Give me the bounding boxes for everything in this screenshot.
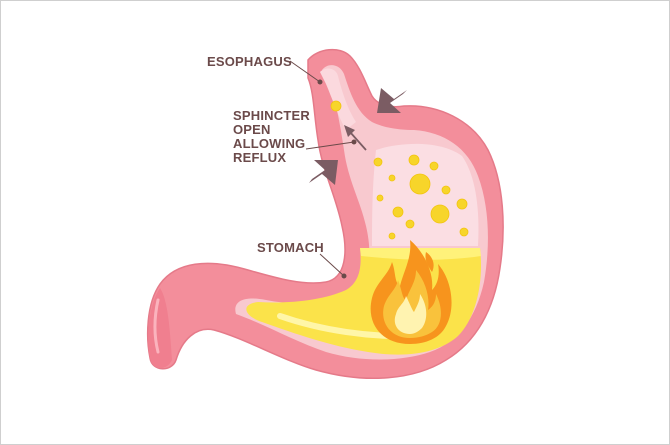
flame-icon [370, 240, 452, 344]
acid-bubbles [330, 100, 469, 240]
esophagus-leader-dot [317, 79, 323, 85]
acid-bubble-icon [330, 100, 342, 112]
sphincter-leader [305, 141, 355, 150]
sphincter-label-line-4: REFLUX [233, 150, 286, 165]
pressure-arrow-icon [309, 160, 338, 185]
acid-bubble-icon [459, 227, 469, 237]
acid-bubble-icon [376, 194, 384, 202]
acid-bubble-icon [430, 204, 450, 224]
esophagus-label: ESOPHAGUS [207, 54, 292, 69]
pressure-arrow-icon [377, 88, 407, 113]
acid-bubble-icon [429, 161, 439, 171]
esophagus-leader [289, 60, 321, 83]
acid-bubble-icon [409, 173, 431, 195]
esophagus-channel [320, 68, 356, 130]
acid-bubble-icon [392, 206, 404, 218]
sphincter-label-line-1: SPHINCTER [233, 108, 310, 123]
acid-bubble-icon [456, 198, 468, 210]
reflux-arrow [344, 125, 367, 151]
stomach-leader [319, 253, 345, 277]
stomach-leader-dot [341, 273, 347, 279]
gastric-air-space [372, 143, 479, 246]
acid-bubble-icon [388, 174, 396, 182]
acid-bubble-icon [405, 219, 415, 229]
leader-lines [289, 60, 357, 279]
duodenum-highlight [153, 298, 160, 354]
acid-bubble-icon [373, 157, 383, 167]
stomach-label: STOMACH [257, 240, 324, 255]
acid-bubble-icon [388, 232, 396, 240]
acid-bubble-icon [441, 185, 451, 195]
duodenum [148, 288, 172, 369]
acid-bubble-icon [408, 154, 420, 166]
sphincter-label-line-3: ALLOWING [233, 136, 305, 151]
sphincter-label-line-2: OPEN [233, 122, 271, 137]
sphincter-leader-dot [351, 139, 357, 145]
